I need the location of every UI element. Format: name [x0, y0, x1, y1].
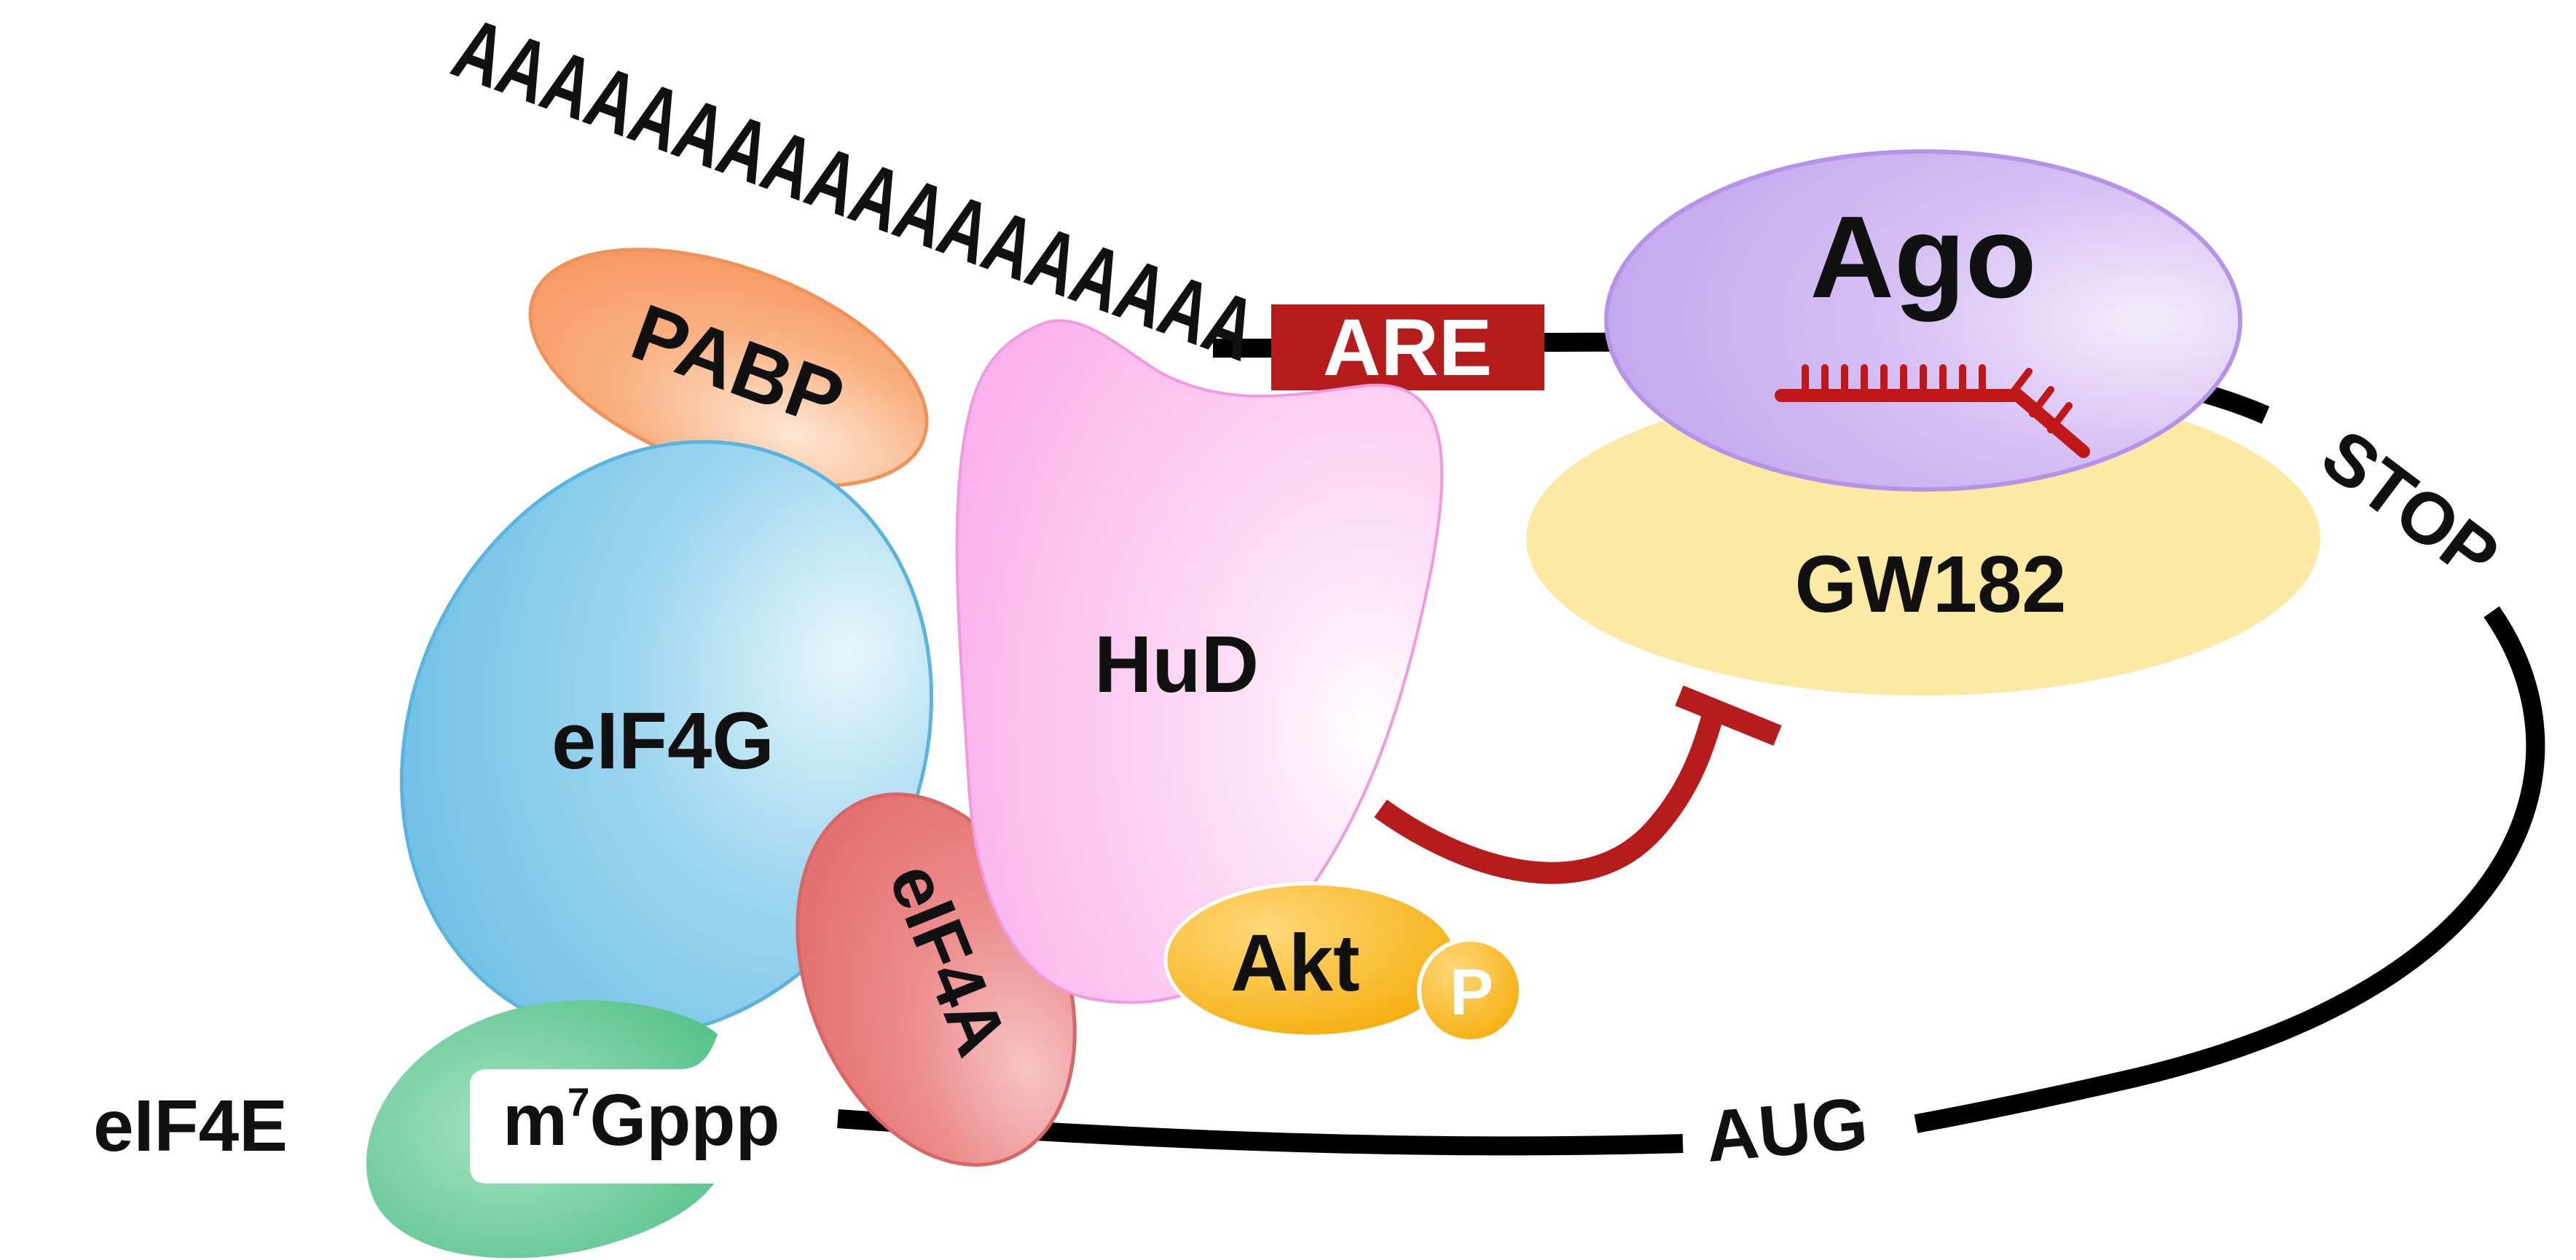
ago-label: Ago	[1810, 192, 2036, 322]
hud-label: HuD	[1094, 620, 1259, 709]
eif4g-label: eIF4G	[551, 696, 774, 786]
phosphate-label: P	[1450, 956, 1493, 1029]
phosphate-group: P	[1417, 937, 1523, 1044]
eif4e-protein	[366, 1000, 718, 1259]
mrna-loop-segment	[1914, 606, 2545, 1133]
akt-kinase: Akt	[1163, 881, 1459, 1039]
inhibition-arrow	[1374, 685, 1782, 884]
eif4e-label: eIF4E	[93, 1085, 288, 1167]
akt-label: Akt	[1230, 918, 1359, 1008]
aug-start-codon: AUG	[1703, 1082, 1871, 1178]
stop-codon-label: STOP	[2307, 414, 2513, 597]
gw182-protein: GW182	[1526, 382, 2320, 696]
cap-superscript: 7	[568, 1079, 590, 1125]
mirna-duplex	[1775, 364, 2090, 458]
cap-m: m	[503, 1079, 568, 1161]
cap-gppp: Gppp	[590, 1079, 780, 1161]
ago-protein: Ago	[1604, 149, 2242, 492]
hud-protein: HuD	[955, 319, 1444, 1004]
gw182-label: GW182	[1795, 540, 2067, 629]
cap-structure: m7Gppp	[503, 1079, 780, 1161]
are-element: ARE	[1271, 303, 1544, 393]
are-label: ARE	[1323, 303, 1492, 393]
